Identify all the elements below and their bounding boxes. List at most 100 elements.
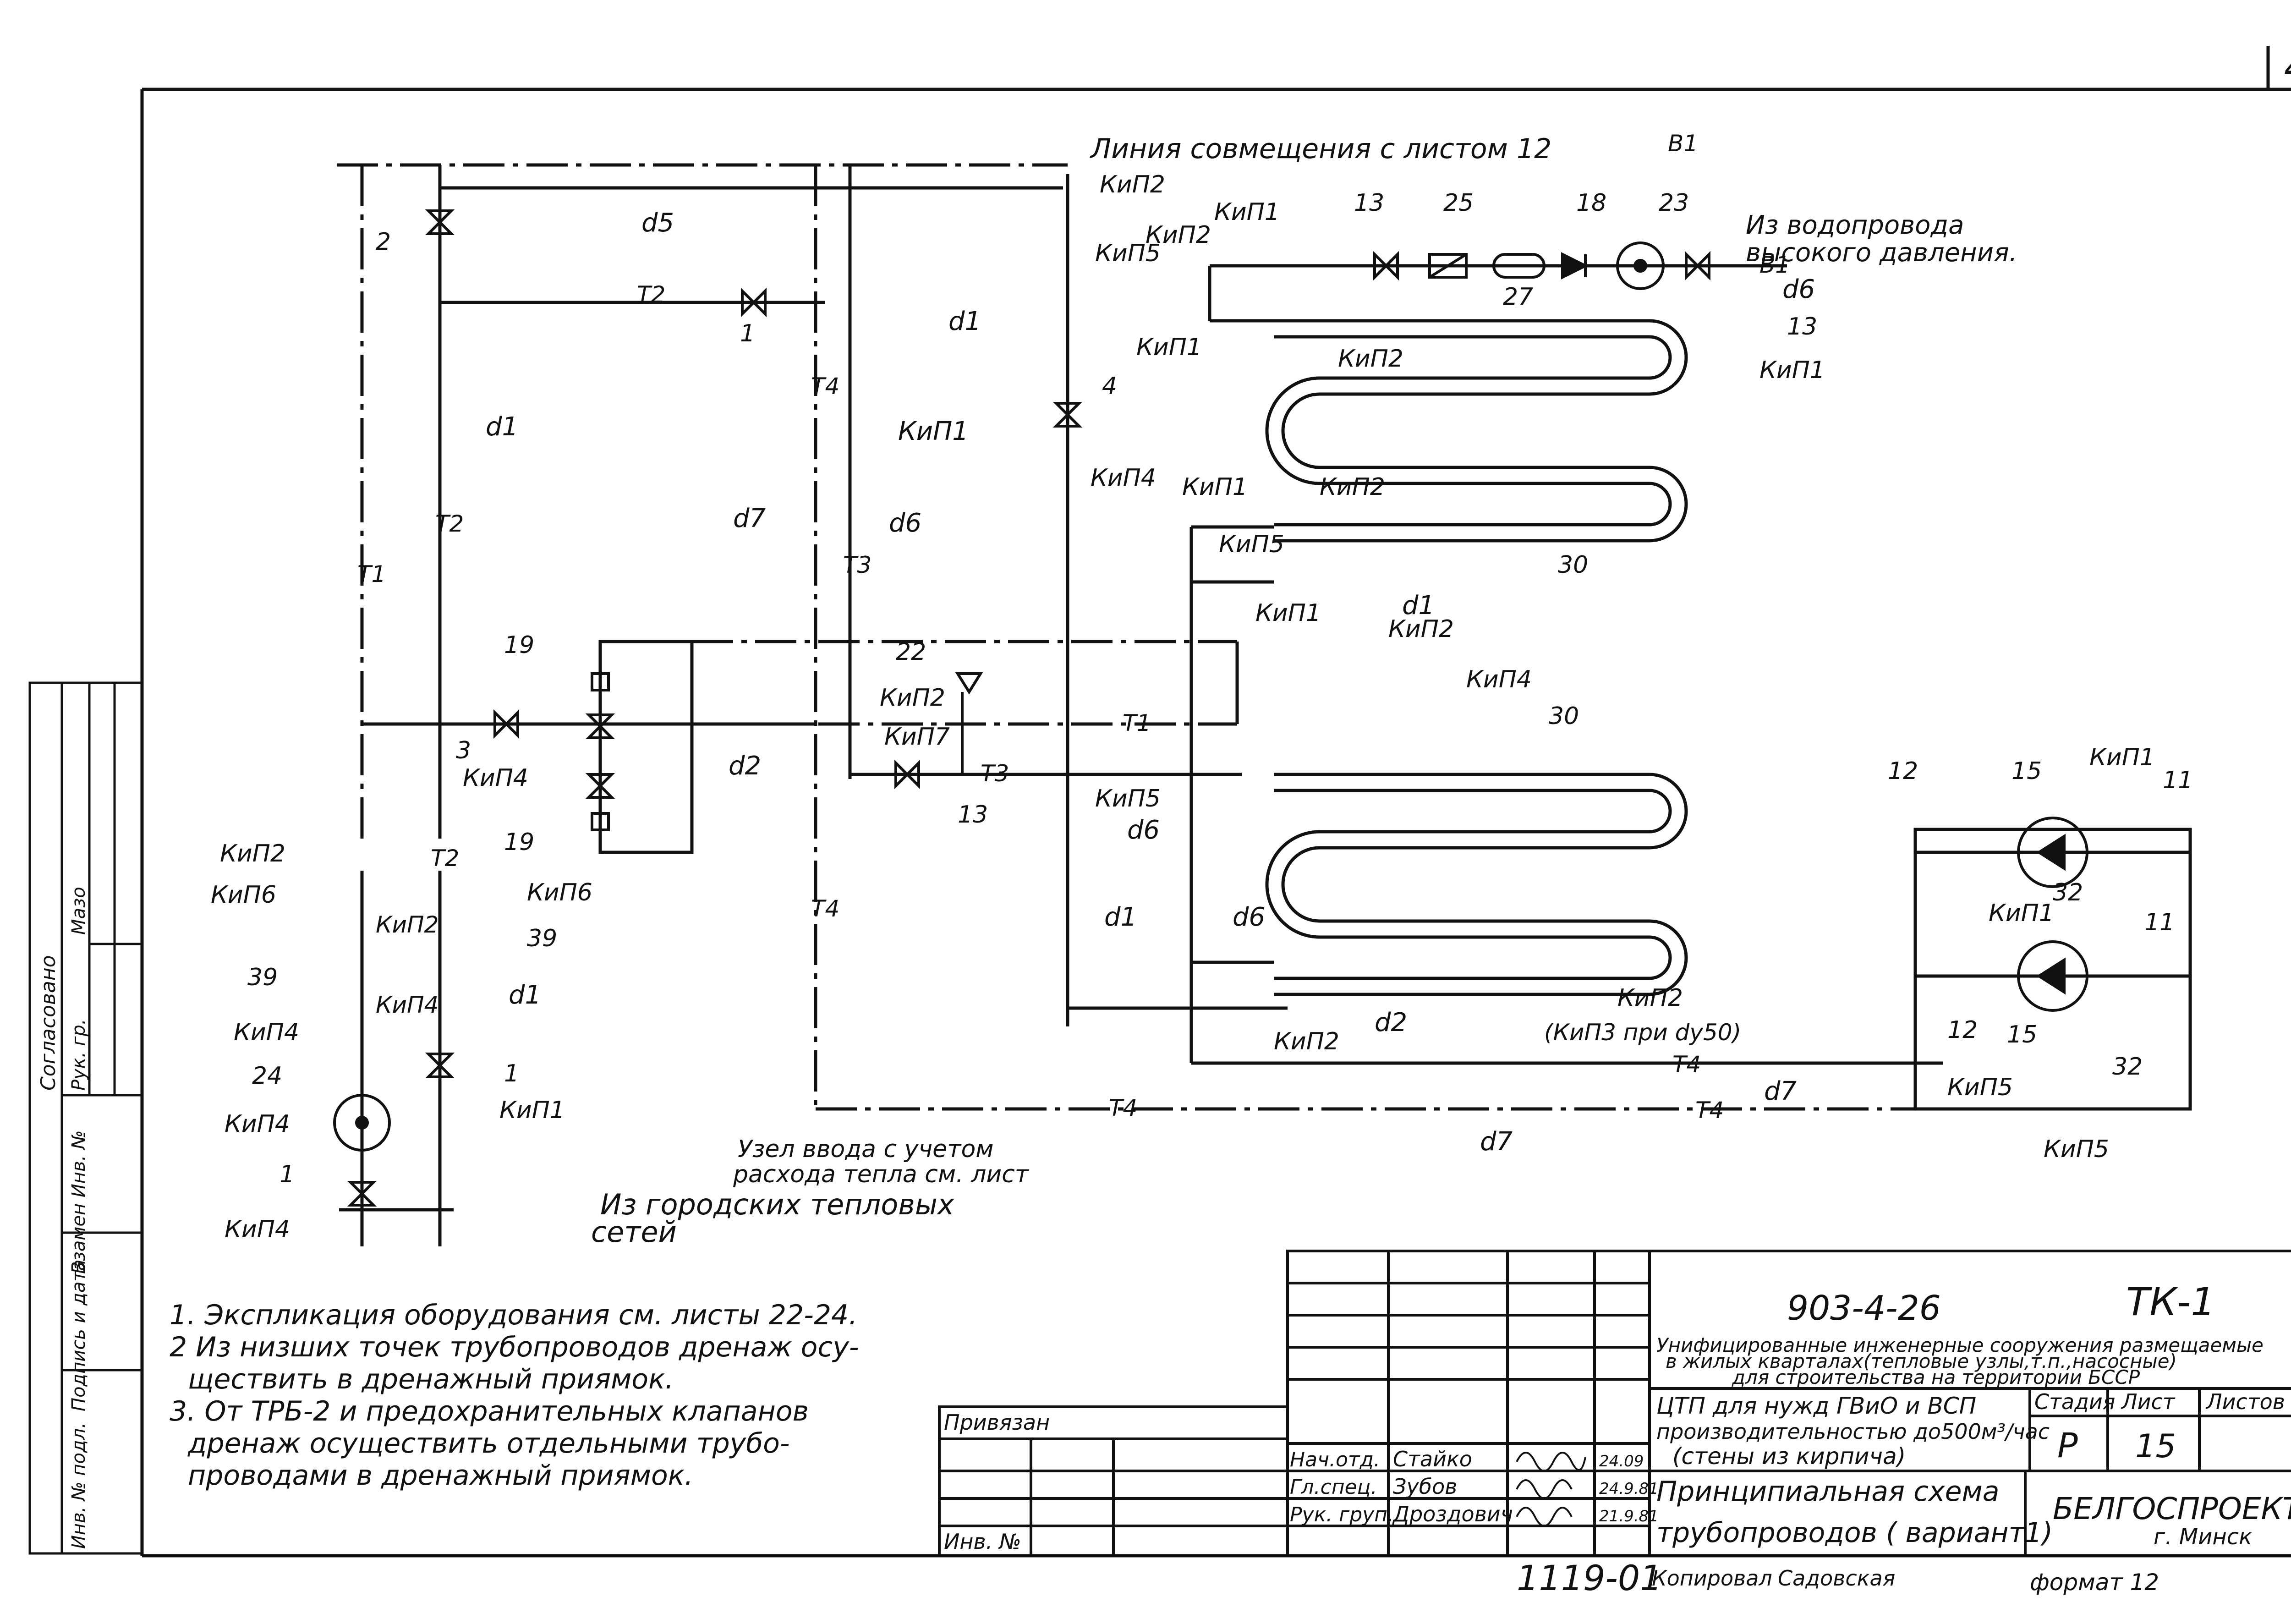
- valve-13-right: [1685, 251, 1710, 281]
- kip5-top: КиП5: [1095, 240, 1161, 267]
- note-3a: 3. От ТРБ-2 и предохранительных клапанов: [170, 1395, 809, 1427]
- stage-value: Р: [2057, 1426, 2078, 1465]
- pos-4: 4: [1102, 373, 1117, 400]
- kip1-pump-low: КиП1: [1989, 900, 2054, 927]
- pipe-label-b1-line: В1: [1759, 252, 1790, 278]
- inv-podl-label: Инв. № подл.: [68, 1422, 89, 1549]
- pipe-label-t3-mid: Т3: [981, 760, 1009, 787]
- pipe-label-d2-left: d2: [729, 751, 761, 781]
- kip5-mid: КиП5: [1219, 531, 1284, 558]
- pos-11-upper: 11: [2163, 767, 2193, 794]
- pos-27: 27: [1503, 283, 1533, 311]
- pipe-label-d2-exch: d2: [1375, 1008, 1407, 1037]
- kip3-dy50: (КиП3 при dу50): [1544, 1019, 1741, 1046]
- mazo-label: Мазо: [68, 887, 89, 935]
- kip1-pump-top: КиП1: [2089, 744, 2155, 771]
- pipe-label-t4-right: Т4: [1672, 1051, 1701, 1078]
- kip7: КиП7: [884, 723, 950, 751]
- pipe-label-t2-top: Т2: [637, 281, 665, 308]
- left-margin-stamp: [28, 681, 143, 1555]
- org-city: г. Минск: [2154, 1524, 2252, 1550]
- col-sheet: Лист: [2121, 1389, 2176, 1414]
- col-stage: Стадия: [2034, 1389, 2115, 1414]
- valve-19-top: [585, 672, 615, 739]
- pos-32-lower: 32: [2112, 1053, 2143, 1081]
- signer-date-2: 24.9.81: [1599, 1480, 1659, 1498]
- pipe-label-d1-exch: d1: [1402, 591, 1435, 620]
- signer-date-3: 21.9.81: [1599, 1507, 1659, 1525]
- pos-39-left: 39: [247, 964, 278, 991]
- pos-23: 23: [1659, 189, 1689, 217]
- pos-30-upper: 30: [1558, 551, 1588, 579]
- kip2-exch-bottom: КиП2: [1274, 1028, 1339, 1055]
- kip6-left: КиП6: [211, 881, 276, 909]
- pipe-label-d6-top: d6: [1782, 274, 1815, 304]
- signer-role-2: Гл.спец.: [1290, 1476, 1377, 1499]
- sheet-title-2: трубопроводов ( вариант1): [1656, 1517, 2053, 1549]
- copied-by: Садовская: [1778, 1566, 1895, 1591]
- pipe-label-t1-mid: Т1: [1123, 710, 1151, 736]
- kip1-low-right: КиП1: [499, 1097, 565, 1124]
- kip1-exch-low: КиП1: [1255, 599, 1321, 627]
- title-line-3: для строительства на территории БССР: [1732, 1366, 2140, 1388]
- org-name: БЕЛГОСПРОЕКТ: [2053, 1491, 2291, 1526]
- valve-1-top: [741, 287, 767, 318]
- pos-15-lower: 15: [2007, 1021, 2037, 1048]
- filter-25: [1428, 253, 1468, 279]
- pos-3: 3: [456, 737, 471, 764]
- drawing-number: 1119-01: [1517, 1558, 1662, 1598]
- object-line-2: производительностью до500м³/час: [1656, 1419, 2050, 1444]
- kip5-bottom: КиП5: [2044, 1136, 2109, 1163]
- agreed-label: Согласовано: [37, 955, 60, 1091]
- valve-3: [493, 709, 519, 739]
- heat-exchanger-lower: [1265, 773, 1688, 996]
- pipe-label-b1: В1: [1668, 130, 1698, 157]
- kip1-d6: КиП1: [898, 417, 969, 446]
- pipe-label-t4-left: Т4: [811, 895, 839, 922]
- pipe-label-d7: d7: [733, 504, 766, 533]
- kip2-exch-low: КиП2: [1388, 615, 1454, 643]
- signer-name-1: Стайко: [1393, 1447, 1472, 1471]
- valve-13-top: [1373, 251, 1399, 281]
- pipe-label-t2: Т2: [435, 510, 464, 537]
- pipe-label-t3: Т3: [843, 552, 871, 578]
- kip2-22: КиП2: [880, 684, 945, 712]
- kip2-top: КиП2: [1100, 171, 1165, 198]
- kip2-left: КиП2: [220, 840, 285, 867]
- pos-11-lower: 11: [2144, 909, 2175, 936]
- pos-22: 22: [896, 638, 926, 666]
- piping-lines: [337, 163, 2192, 1246]
- sheet-value: 15: [2135, 1427, 2176, 1465]
- notes: 1. Экспликация оборудования см. листы 22…: [170, 1299, 859, 1492]
- pos-12-upper: 12: [1888, 757, 1918, 785]
- kip6-right: КиП6: [527, 879, 592, 906]
- pos-13-right: 13: [1787, 313, 1817, 340]
- note-2a: 2 Из низших точек трубопроводов дренаж о…: [170, 1331, 859, 1363]
- format-label: формат 12: [2030, 1569, 2159, 1596]
- header-line-label: Линия совмещения с листом 12: [1090, 133, 1551, 165]
- schematic-labels: Линия совмещения с листом 12 d5 Т2 d1 d1…: [211, 130, 2193, 1249]
- title-block-frame: [938, 1250, 2291, 1557]
- pump-24: [333, 1094, 391, 1152]
- valve-19-bottom: [585, 773, 615, 831]
- kip1-left: КиП1: [1136, 334, 1202, 361]
- kip2-inner: КиП2: [376, 911, 438, 938]
- water-supply-label-2: высокого давления.: [1746, 238, 2017, 268]
- pos-2: 2: [376, 228, 391, 256]
- valve-1-left: [347, 1181, 377, 1207]
- object-line-3: (стены из кирпича): [1672, 1443, 1906, 1470]
- pos-19-top: 19: [504, 631, 534, 659]
- kip4-low: КиП4: [225, 1110, 290, 1138]
- pipe-label-t4-bottom: Т4: [1109, 1095, 1137, 1121]
- title-block-text: 903-4-26 ТК-1 Унифицированные инженерные…: [944, 1279, 2291, 1598]
- safety-valve-22: [955, 672, 983, 774]
- pos-24: 24: [252, 1062, 282, 1090]
- valve-4: [1052, 402, 1083, 428]
- signatures: [1516, 1452, 1586, 1527]
- water-supply-label-1: Из водопровода: [1746, 210, 1964, 240]
- signer-date-1: 24.09: [1599, 1452, 1644, 1470]
- pos-12-lower: 12: [1947, 1016, 1978, 1044]
- kip1-top: КиП1: [1214, 198, 1280, 226]
- kip4-pump: КиП4: [234, 1019, 299, 1046]
